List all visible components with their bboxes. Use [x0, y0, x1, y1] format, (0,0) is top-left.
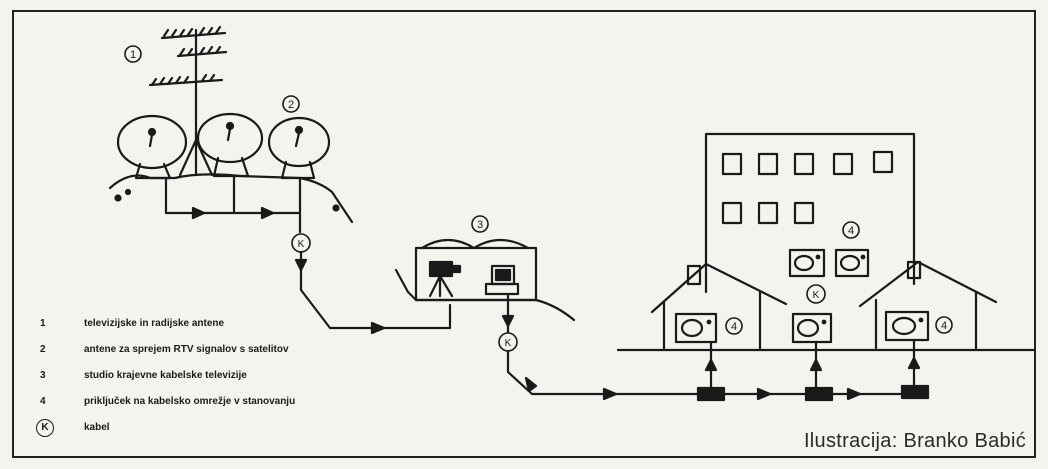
svg-text:K: K	[505, 338, 512, 349]
hill-terrain	[108, 173, 354, 224]
antenna-feed-cable	[164, 174, 302, 234]
svg-text:K: K	[298, 239, 305, 250]
legend-text: priključek na kabelsko omrežje v stanova…	[84, 396, 296, 407]
legend-number: 1	[40, 318, 46, 329]
cable-to-studio	[294, 250, 452, 335]
studio-building	[394, 238, 576, 322]
illustration-credit: Ilustracija: Branko Babić	[803, 430, 1026, 452]
svg-text:3: 3	[477, 219, 483, 231]
label-1: 1	[124, 45, 142, 63]
tv-outlet	[674, 312, 718, 344]
legend-number: 4	[40, 396, 46, 407]
house-left	[650, 262, 788, 350]
cable-marker-k: K	[806, 284, 826, 304]
label-4: 4	[842, 221, 860, 239]
svg-text:4: 4	[731, 321, 737, 333]
label-4: 4	[935, 316, 953, 334]
label-3: 3	[471, 215, 489, 233]
tv-outlet	[791, 312, 833, 344]
main-distribution-cable	[506, 349, 927, 401]
cable-marker-k: K	[291, 233, 311, 253]
cable-marker-k: K	[498, 332, 518, 352]
legend-text: antene za sprejem RTV signalov s satelit…	[84, 344, 289, 355]
svg-text:4: 4	[848, 225, 854, 237]
svg-text:1: 1	[130, 49, 136, 61]
svg-text:2: 2	[288, 99, 294, 111]
cable-from-studio	[501, 292, 515, 334]
satellite-dish-3	[267, 116, 331, 180]
legend-number: 2	[40, 344, 46, 355]
tv-outlet	[834, 248, 870, 278]
legend-text: televizijske in radijske antene	[84, 318, 225, 329]
terrain-dot	[124, 188, 132, 196]
junction-box	[696, 340, 726, 402]
tv-outlet	[884, 310, 930, 342]
terrain-dot	[114, 194, 122, 202]
antenna-mast	[148, 25, 228, 177]
apartment-building	[704, 132, 916, 294]
label-4: 4	[725, 317, 743, 335]
terrain-dot	[332, 204, 340, 212]
junction-box	[804, 340, 834, 402]
legend-number: 3	[40, 370, 46, 381]
tv-outlet	[788, 248, 826, 278]
legend-text: kabel	[84, 422, 110, 433]
junction-box	[900, 338, 930, 400]
legend-cable-symbol: K	[36, 419, 54, 437]
diagram-frame	[12, 10, 1036, 458]
legend-text: studio krajevne kabelske televizije	[84, 370, 247, 381]
label-2: 2	[282, 95, 300, 113]
satellite-dish-1	[116, 114, 188, 180]
house-right	[858, 260, 998, 350]
svg-text:K: K	[813, 290, 820, 301]
svg-text:4: 4	[941, 320, 947, 332]
